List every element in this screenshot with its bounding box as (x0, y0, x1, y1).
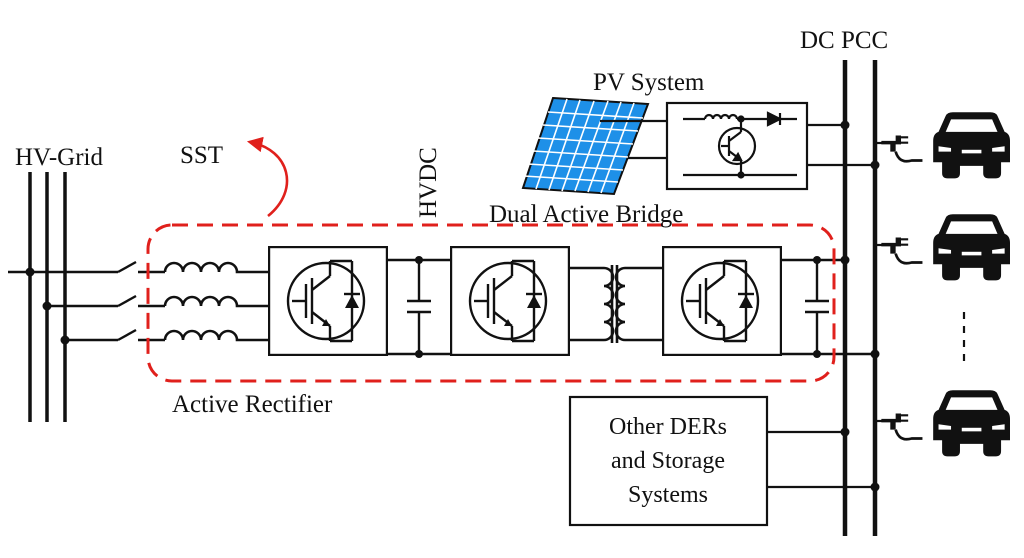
transformer-icon (570, 265, 662, 343)
other-ders-label-line1: Other DERs (609, 414, 727, 440)
pv-system-label: PV System (593, 69, 705, 96)
ev-car-charging-icon (880, 214, 1010, 282)
hv-grid-label: HV-Grid (15, 144, 103, 171)
ev-car-charging-icon (880, 112, 1010, 180)
sst-label: SST (180, 142, 223, 169)
dab-primary-switch-icon (450, 246, 570, 356)
hvdc-link (388, 258, 450, 356)
active-rectifier-label: Active Rectifier (172, 391, 333, 418)
hv-grid-lines (25, 172, 70, 422)
ev-connections (875, 141, 882, 423)
other-ders-label-line3: Systems (628, 482, 708, 508)
hvdc-label: HVDC (415, 147, 442, 218)
sst-arrow (246, 136, 289, 218)
pv-converter (665, 101, 875, 191)
other-ders-label-line2: and Storage (611, 448, 725, 474)
input-inductors (163, 261, 268, 342)
dab-secondary-switch-icon (662, 246, 782, 356)
phase-conductors (8, 260, 165, 342)
other-ders-box (568, 395, 769, 527)
active-rectifier-switch-icon (268, 246, 388, 356)
sst-boundary (146, 223, 836, 383)
dc-pcc-label: DC PCC (800, 27, 888, 54)
dc-pcc-bus (842, 60, 878, 536)
output-dc-link (782, 258, 875, 356)
dual-active-bridge-label: Dual Active Bridge (489, 201, 683, 228)
ev-car-charging-icon (880, 390, 1010, 458)
pv-panel-icon (521, 96, 667, 196)
